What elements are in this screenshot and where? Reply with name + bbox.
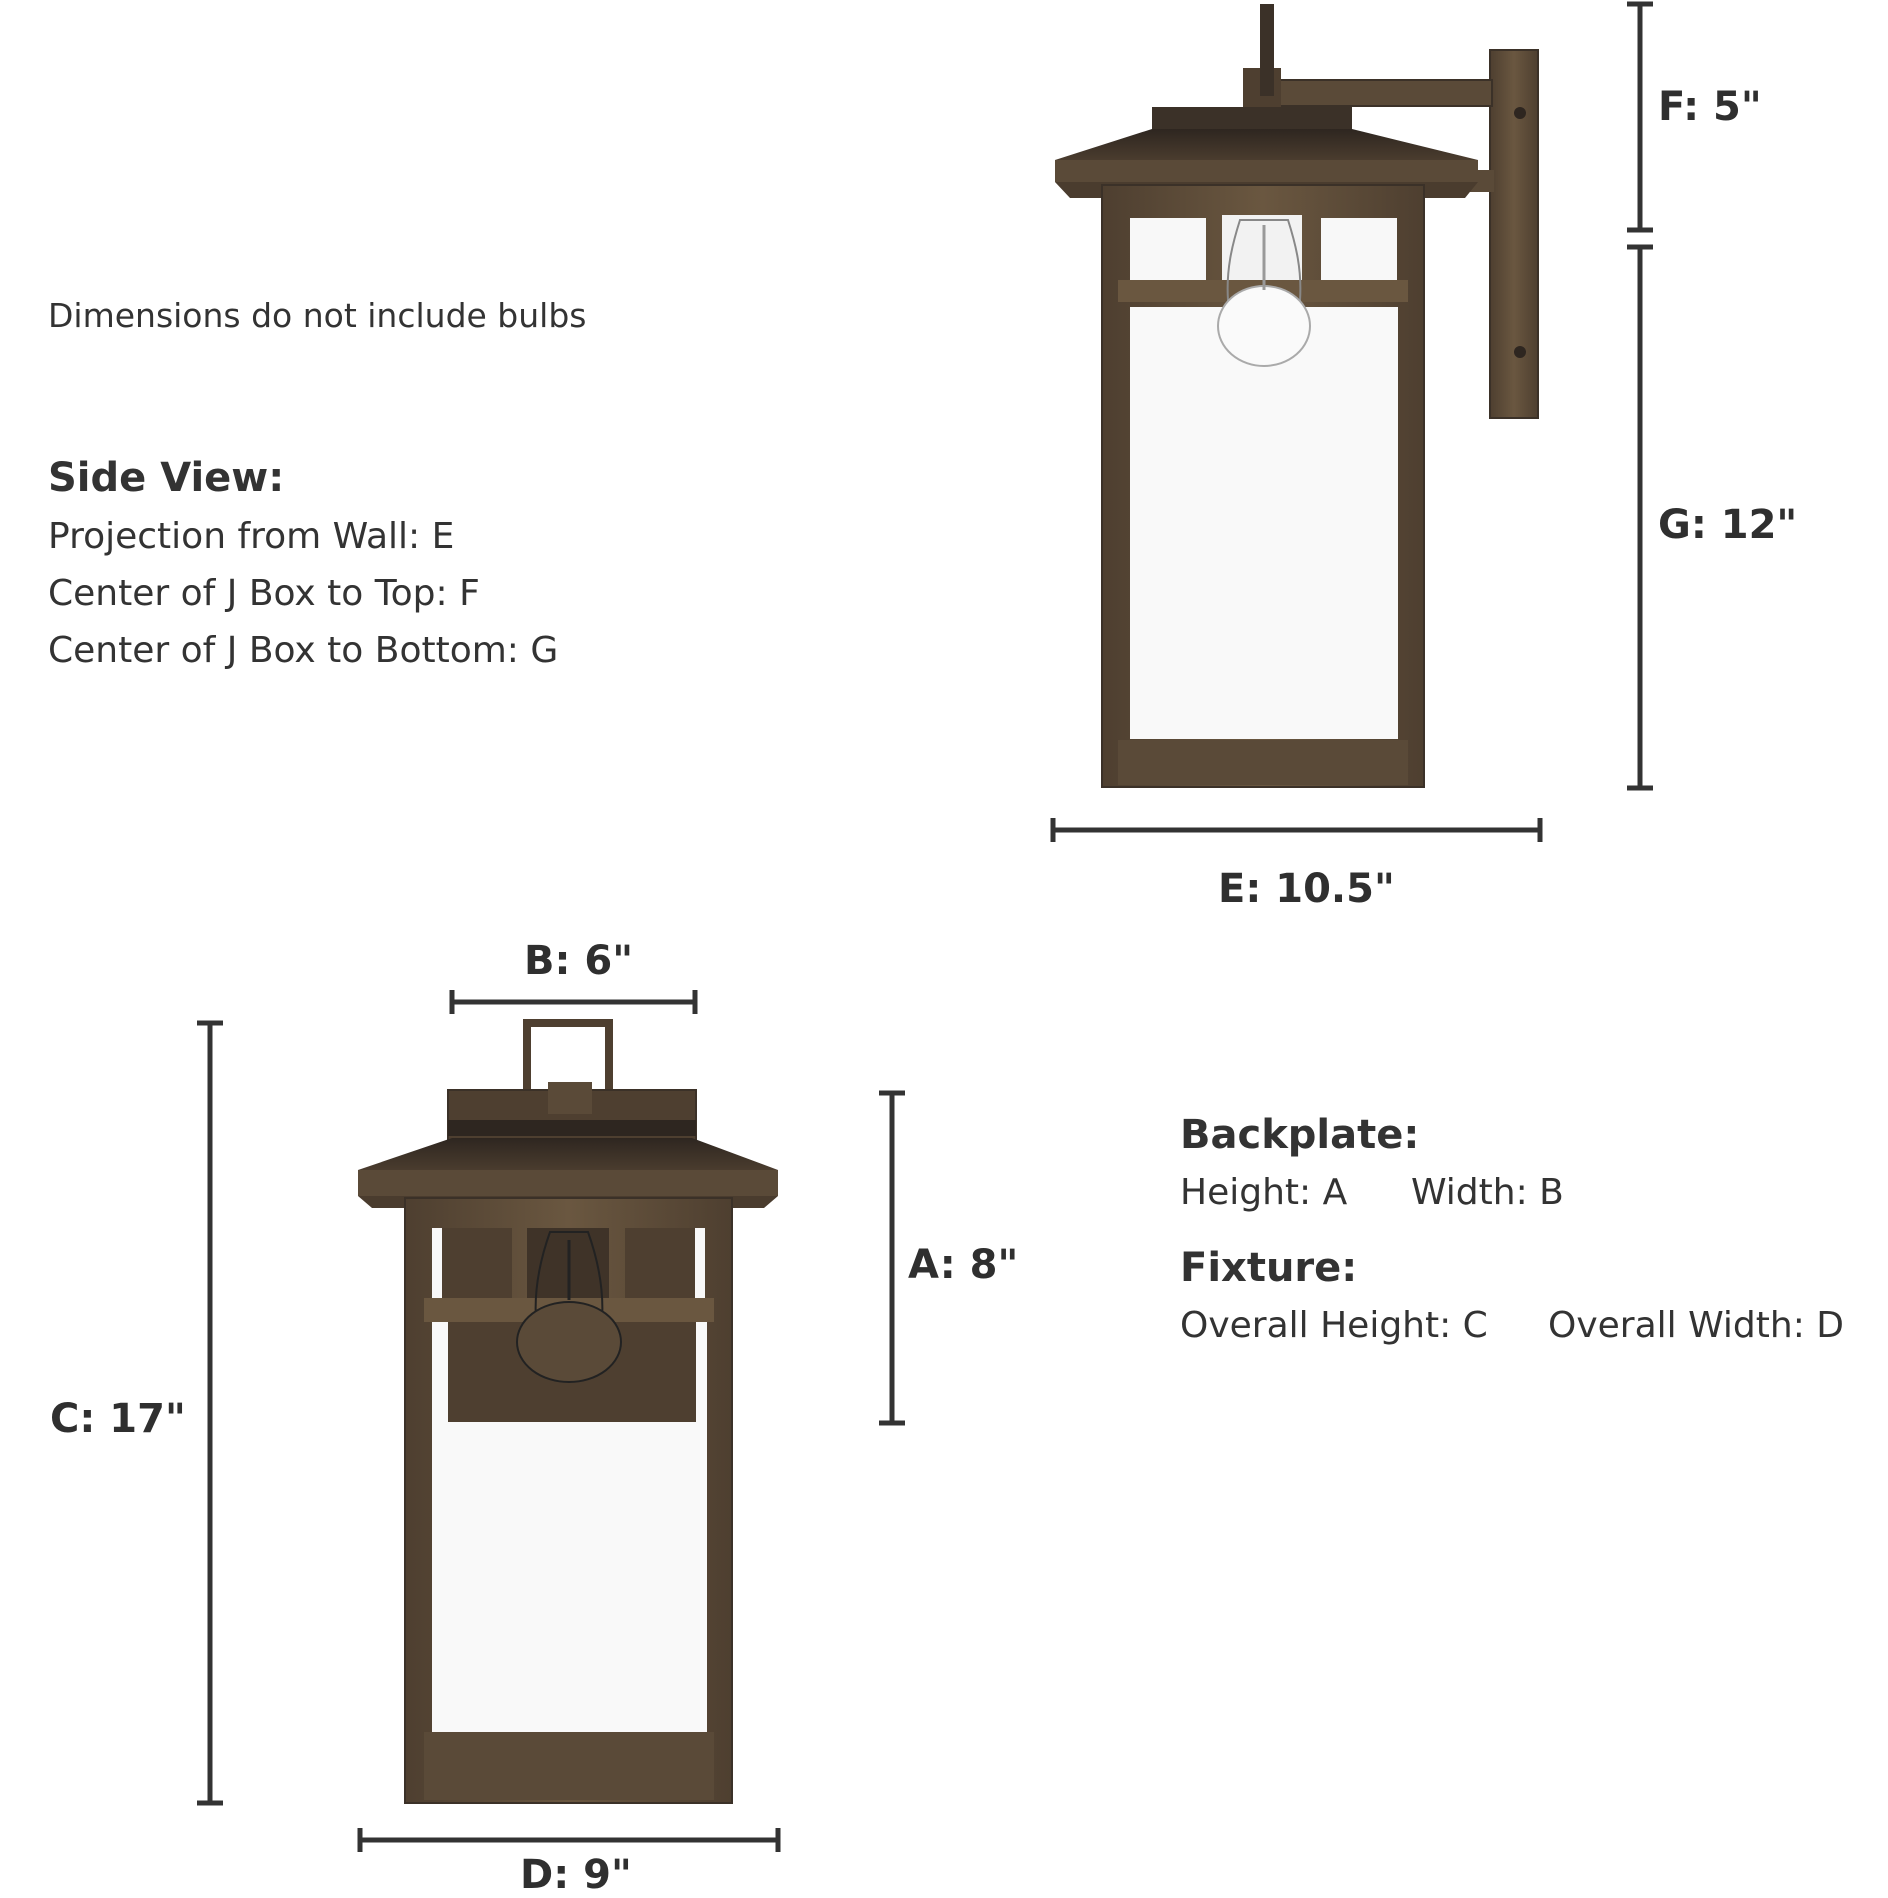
bulb-icon (516, 1231, 622, 1383)
dimension-label-a: A: 8" (908, 1242, 1019, 1288)
fixture-overall-height: Overall Height: C (1180, 1305, 1488, 1346)
dimension-label-d: D: 9" (520, 1852, 632, 1898)
side-view-line-projection: Projection from Wall: E (48, 516, 455, 557)
dimension-label-f: F: 5" (1658, 84, 1762, 130)
dimension-line-d (357, 1828, 781, 1852)
dimension-line-a (879, 1090, 905, 1426)
dimension-label-g: G: 12" (1658, 502, 1798, 548)
side-view-line-bottom: Center of J Box to Bottom: G (48, 630, 559, 671)
screw-icon (1514, 346, 1526, 358)
dimension-line-e (1050, 818, 1543, 842)
dimension-line-c (197, 1020, 223, 1806)
backplate-heading: Backplate: (1180, 1112, 1420, 1158)
dimension-label-c: C: 17" (50, 1396, 186, 1442)
dimension-line-b (449, 990, 698, 1014)
fixture-heading: Fixture: (1180, 1245, 1358, 1291)
dimension-label-e: E: 10.5" (1218, 866, 1395, 912)
backplate-height: Height: A (1180, 1172, 1348, 1213)
side-view-lantern (1055, 4, 1539, 788)
screw-icon (1514, 107, 1526, 119)
bulbs-note: Dimensions do not include bulbs (48, 296, 587, 335)
dimension-line-f (1627, 1, 1653, 233)
side-view-line-top: Center of J Box to Top: F (48, 573, 480, 614)
dimension-line-g (1627, 244, 1653, 791)
backplate-width: Width: B (1411, 1172, 1564, 1213)
side-view-heading: Side View: (48, 455, 285, 501)
fixture-overall-width: Overall Width: D (1548, 1305, 1844, 1346)
bulb-icon (1217, 219, 1311, 367)
front-view-lantern (358, 1019, 778, 1804)
dimension-label-b: B: 6" (524, 938, 634, 984)
